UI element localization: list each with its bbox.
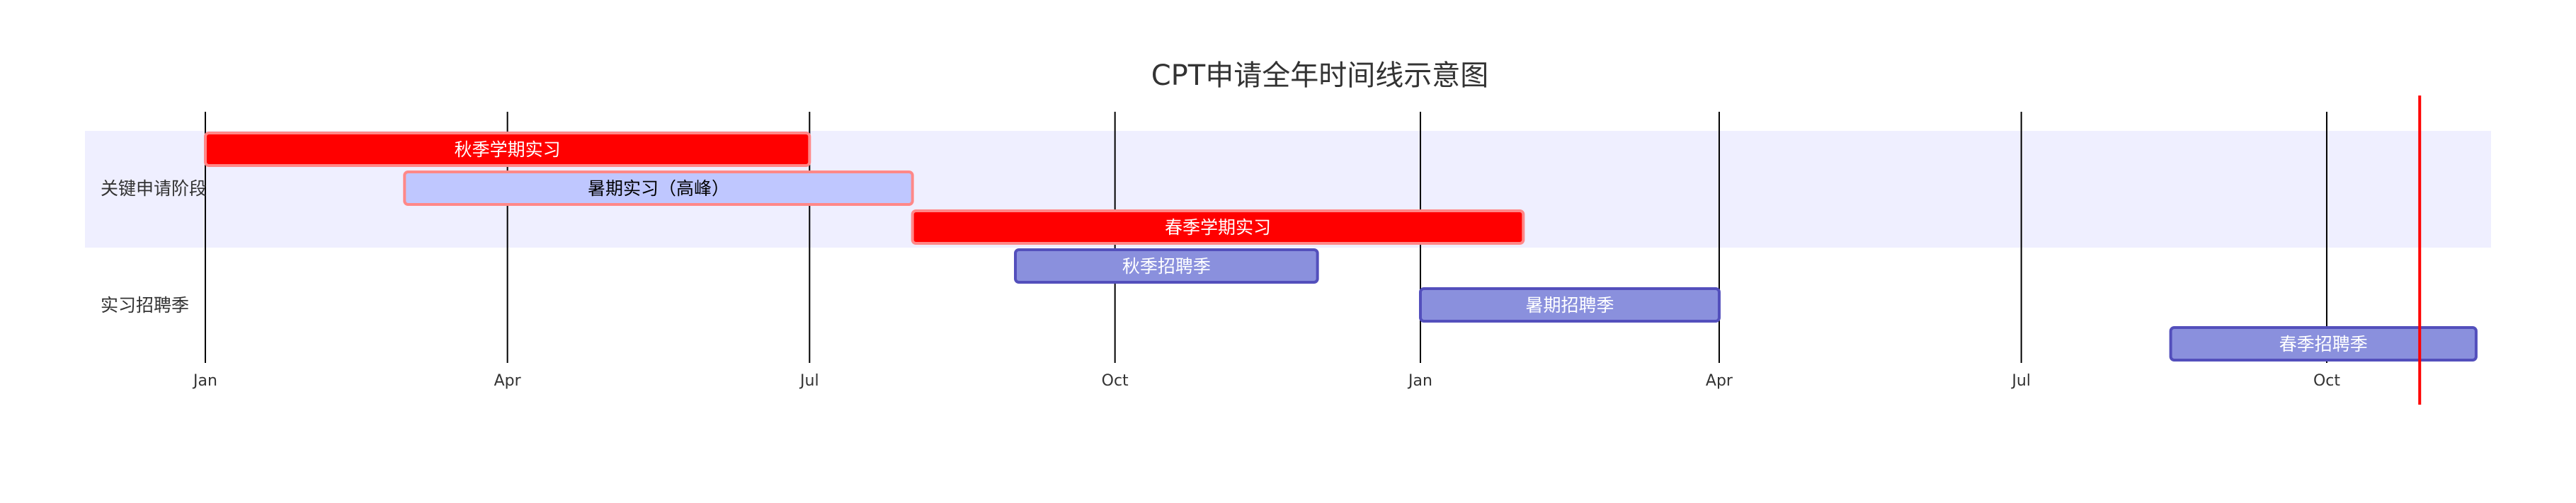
tick-label: Jan [192,372,217,390]
task-bar [2169,326,2478,362]
x-axis-ticks: Jan Apr Jul Oct Jan Apr Jul Oct [192,372,2340,390]
task-bar [1014,248,1319,284]
tick-label: Apr [494,372,522,390]
task-label: 暑期招聘季 [1525,295,1614,316]
task-bar [403,170,914,206]
task-label: 秋季招聘季 [1122,256,1211,277]
section-label: 实习招聘季 [101,295,189,316]
section-label: 关键申请阶段 [101,178,207,199]
task-bar [1419,287,1721,323]
tick-label: Jan [1407,372,1432,390]
tick-label: Jul [2010,372,2031,390]
chart-title: CPT申请全年时间线示意图 [1151,59,1488,92]
task-label: 春季招聘季 [2279,334,2368,354]
tick-label: Oct [2313,372,2340,390]
tick-label: Jul [799,372,819,390]
task-label: 秋季学期实习 [455,139,561,160]
tick-label: Apr [1706,372,1733,390]
task-bar [204,132,811,167]
task-label: 暑期实习（高峰） [588,178,729,199]
task-bar [911,209,1525,245]
task-label: 春季学期实习 [1165,217,1271,238]
tick-label: Oct [1102,372,1129,390]
grid-lines [205,112,2327,363]
task-bars [204,132,2478,362]
